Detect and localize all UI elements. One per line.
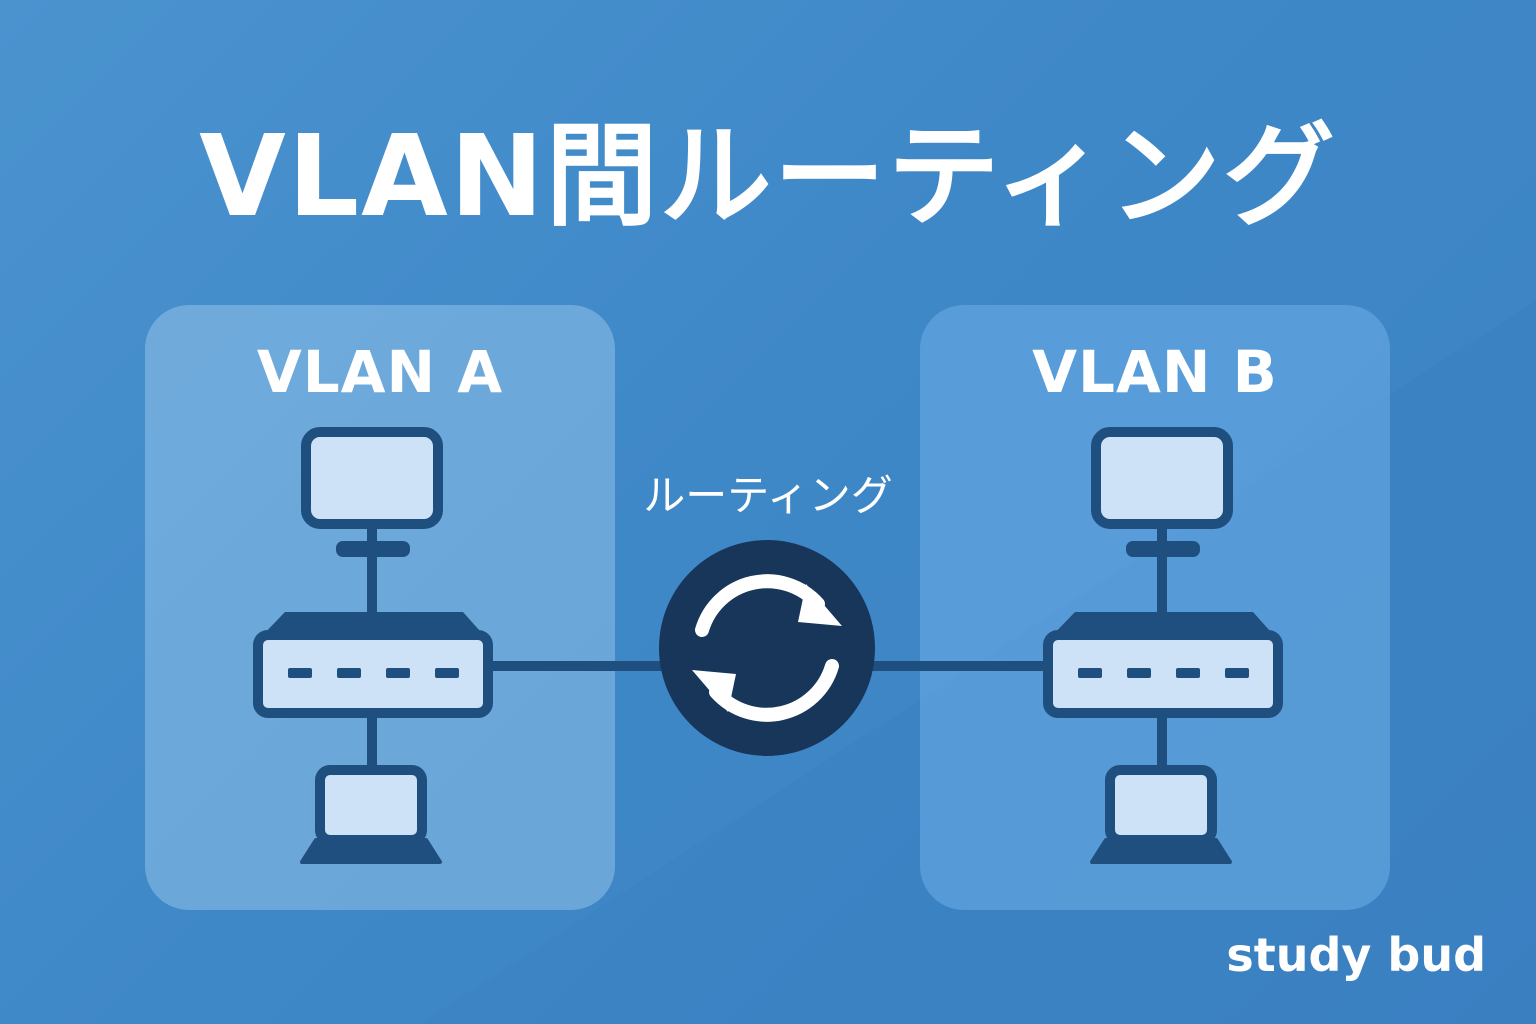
vlan-a-devices xyxy=(253,427,493,864)
arrowhead-bottom xyxy=(692,670,736,712)
vlan-b-label: VLAN B xyxy=(1032,338,1278,406)
vlan-a-label: VLAN A xyxy=(256,338,504,406)
brand-logo-text: study bud xyxy=(1226,928,1486,982)
laptop-icon-a xyxy=(300,713,442,864)
sync-arrows-icon xyxy=(695,574,839,722)
router-node xyxy=(659,540,875,756)
laptop-icon-b xyxy=(1090,713,1232,864)
monitor-icon-a xyxy=(301,427,443,612)
routing-label: ルーティング xyxy=(643,471,893,520)
switch-icon-a xyxy=(253,612,493,718)
switch-icon-b xyxy=(1043,612,1283,718)
vlan-b-devices xyxy=(1043,427,1283,864)
monitor-icon-b xyxy=(1091,427,1233,612)
page-title: VLAN間ルーティング xyxy=(199,112,1337,242)
arrowhead-top xyxy=(798,584,842,626)
